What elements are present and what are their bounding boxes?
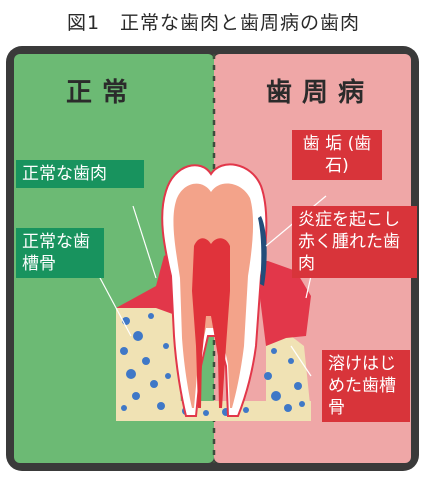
bone-cells — [120, 313, 305, 416]
figure-title: 図1 正常な歯肉と歯周病の歯肉 — [66, 12, 361, 34]
bone-base — [116, 401, 311, 421]
gum-normal — [116, 251, 181, 316]
gum-swollen — [256, 261, 311, 346]
label-plaque: 歯 垢 (歯石) — [292, 130, 382, 180]
plaque-deposit — [258, 216, 267, 286]
heading-periodontal: 歯周病 — [266, 78, 375, 108]
label-melting-bone: 溶けはじめた歯槽骨 — [322, 350, 410, 422]
tooth-pulp — [192, 238, 230, 408]
label-normal-bone: 正常な歯槽骨 — [16, 228, 104, 278]
label-inflamed-gum: 炎症を起こし赤く腫れた歯肉 — [292, 206, 417, 278]
label-normal-gum: 正常な歯肉 — [16, 160, 144, 188]
alveolar-bone-normal — [116, 291, 181, 418]
heading-normal: 正常 — [66, 78, 139, 108]
